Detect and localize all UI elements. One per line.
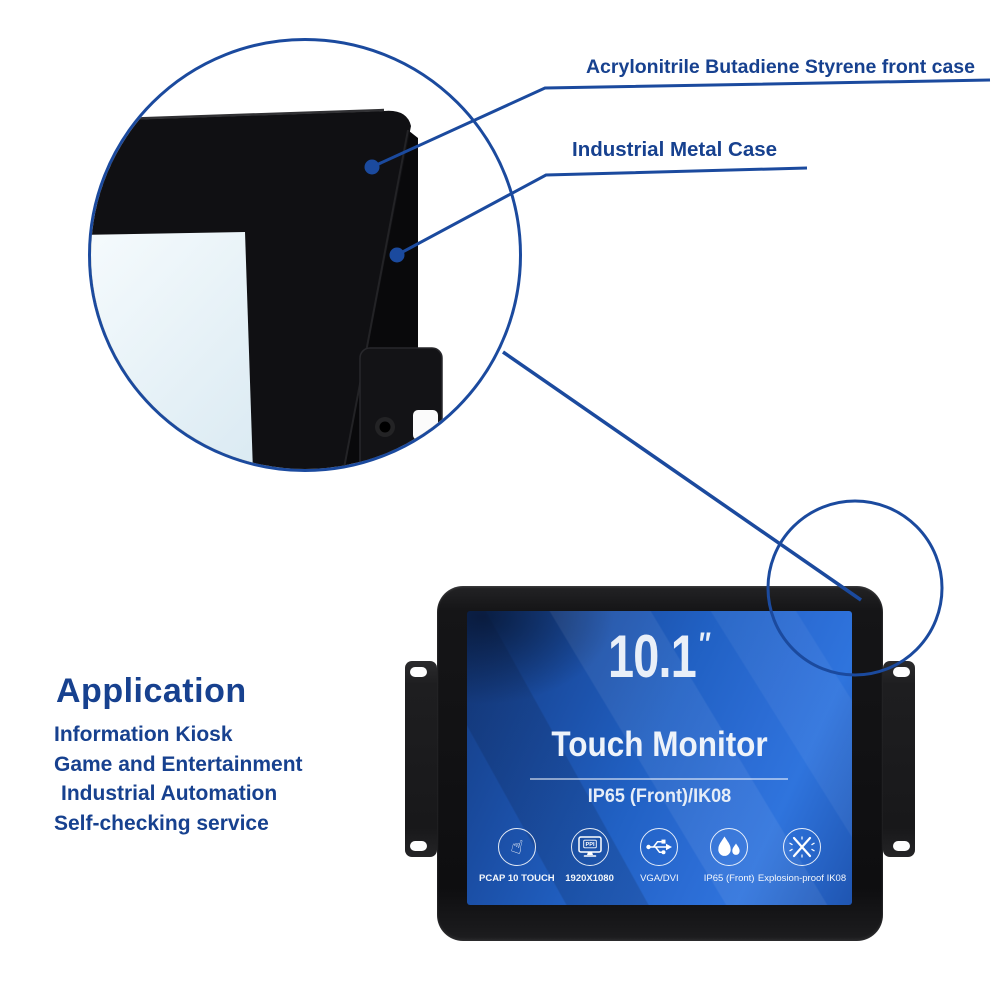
application-item: Industrial Automation (61, 782, 278, 805)
application-item: Self-checking service (54, 811, 269, 835)
connector-slot (413, 410, 438, 440)
bracket-screw-hole (410, 667, 427, 677)
mount-bracket-left (405, 661, 437, 857)
front-case-label: Acrylonitrile Butadiene Styrene front ca… (585, 56, 975, 78)
feature-resolution: PPI 1920X1080 (555, 828, 625, 884)
screen-title: Touch Monitor (551, 725, 768, 764)
resolution-screen-icon: PPI (577, 836, 602, 857)
corner-closeup-graphic (91, 108, 443, 469)
application-title: Application (56, 672, 247, 710)
feature-label: PCAP 10 TOUCH (479, 873, 555, 884)
feature-label: IP65 (Front) (703, 873, 755, 884)
feature-label: Explosion-proof IK08 (757, 873, 847, 884)
zoom-connector-line (502, 350, 862, 602)
bracket-screw-hole (410, 841, 427, 851)
feature-row: ☝ PCAP 10 TOUCH PPI 1920X108 (467, 828, 852, 884)
bracket-screw-hole (893, 667, 910, 677)
feature-circle: ☝ (497, 828, 536, 866)
screen-subtitle: IP65 (Front)/IK08 (587, 786, 732, 807)
screen-glass-closeup (91, 232, 254, 469)
feature-waterproof: IP65 (Front) (694, 828, 764, 884)
svg-text:PPI: PPI (585, 842, 594, 848)
usb-connector-icon (646, 839, 673, 855)
feature-usb: VGA/DVI (624, 828, 694, 884)
water-drops-icon (718, 836, 740, 856)
feature-circle (640, 828, 679, 866)
size-value: 10.1 (607, 623, 697, 690)
mount-bracket-right (883, 661, 915, 857)
application-item: Game and Entertainment (54, 752, 303, 776)
size-unit: ″ (699, 626, 712, 662)
feature-touch: ☝ PCAP 10 TOUCH (479, 828, 555, 884)
explosion-proof-icon (789, 836, 815, 858)
feature-label: 1920X1080 (565, 873, 614, 884)
screen-divider (530, 778, 788, 780)
bracket-screw-hole (893, 841, 910, 851)
application-section: Application Information Kiosk Game and E… (54, 672, 303, 838)
metal-case-label: Industrial Metal Case (572, 138, 778, 161)
monitor-screen: 10.1″ Touch Monitor IP65 (Front)/IK08 ☝ … (467, 611, 852, 905)
touch-gesture-icon: ☝ (508, 834, 526, 859)
zoom-detail-circle (88, 38, 522, 472)
application-item: Information Kiosk (54, 723, 233, 746)
feature-circle: PPI (570, 828, 609, 866)
feature-circle (710, 828, 749, 866)
monitor-body: 10.1″ Touch Monitor IP65 (Front)/IK08 ☝ … (437, 586, 883, 941)
feature-label: VGA/DVI (640, 873, 679, 884)
feature-circle (783, 828, 822, 866)
feature-explosion-proof: Explosion-proof IK08 (758, 828, 846, 884)
screen-size-text: 10.1″ (509, 627, 809, 687)
